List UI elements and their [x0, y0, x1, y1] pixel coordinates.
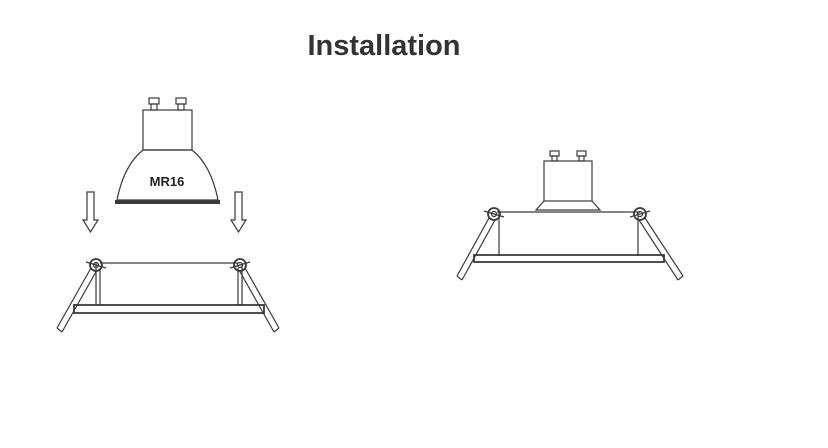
installed-fixture [456, 150, 684, 281]
bulb-mr16: MR16 [115, 97, 220, 204]
arrow-down-icon [81, 191, 100, 234]
arrow-down-icon [229, 191, 248, 234]
page-title: Installation [307, 30, 461, 62]
fixture-housing [56, 258, 280, 333]
bulb-label: MR16 [150, 174, 185, 189]
